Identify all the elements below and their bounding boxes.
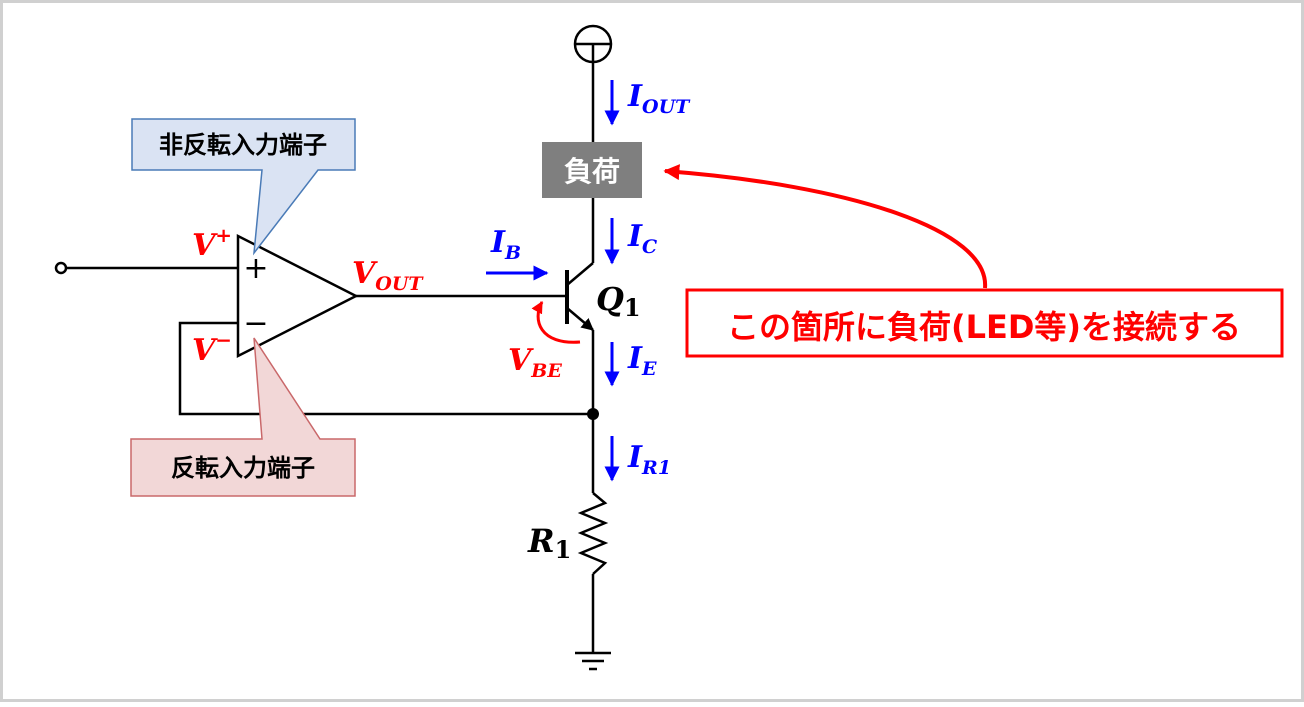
load-label: 負荷 <box>564 155 620 188</box>
v-plus-label: V+ <box>192 223 232 263</box>
v-minus-label: V− <box>192 328 232 368</box>
ib-label: IB <box>490 225 521 264</box>
opamp-minus-sign: − <box>243 306 268 341</box>
current-arrows <box>486 80 620 482</box>
ground-symbol <box>575 651 611 671</box>
ie-label: IE <box>627 341 657 380</box>
load-box: 負荷 <box>542 142 642 198</box>
opamp: + − <box>236 233 359 359</box>
iout-label: IOUT <box>627 79 691 118</box>
vbe-label: VBE <box>508 343 562 382</box>
load-note-arrow <box>663 164 988 289</box>
junction-node <box>587 408 599 420</box>
r1-label: R1 <box>527 522 571 564</box>
load-note: この箇所に負荷(LED等)を接続する <box>663 164 1284 358</box>
ic-label: IC <box>627 219 657 258</box>
feedback-wire <box>178 321 593 416</box>
vout-label: VOUT <box>352 256 424 295</box>
transistor-q1 <box>565 262 594 331</box>
inverting-callout: 反転入力端子 <box>130 337 356 497</box>
inverting-callout-text: 反転入力端子 <box>171 454 315 482</box>
ir1-label: IR1 <box>627 440 671 479</box>
resistor-r1 <box>577 492 609 575</box>
non-inverting-callout-text: 非反転入力端子 <box>159 131 327 159</box>
q1-label: Q1 <box>596 280 641 322</box>
supply-symbol <box>573 24 613 64</box>
opamp-plus-sign: + <box>243 251 268 286</box>
input-terminal <box>54 261 68 275</box>
non-inverting-callout: 非反転入力端子 <box>131 118 356 256</box>
wires <box>54 62 599 653</box>
load-note-text: この箇所に負荷(LED等)を接続する <box>727 308 1241 346</box>
vbe-arrow <box>531 300 581 344</box>
